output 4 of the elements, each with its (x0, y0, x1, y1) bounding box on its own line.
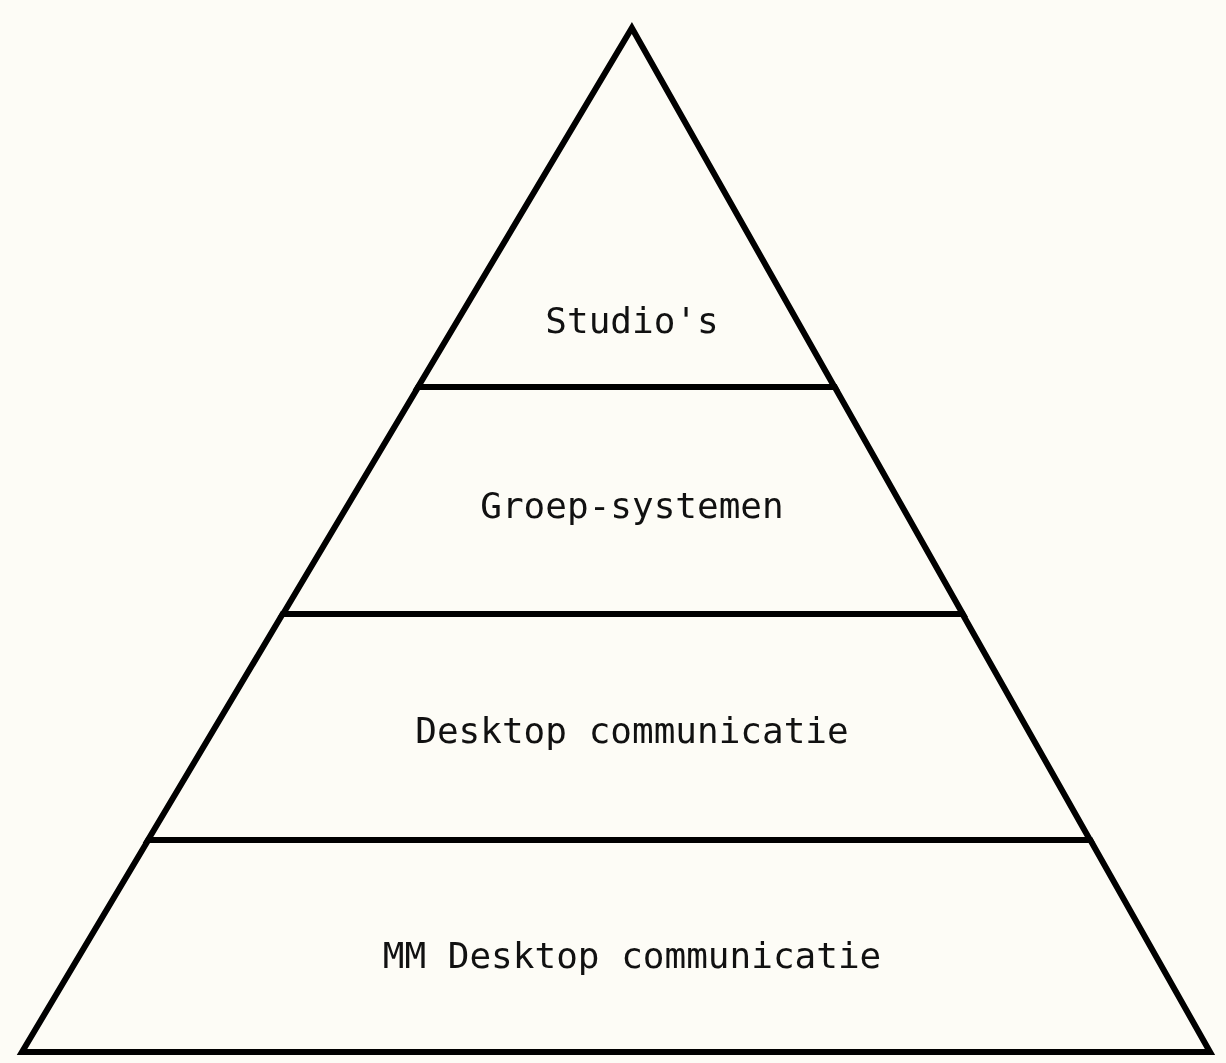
tier-label: MM Desktop communicatie (382, 934, 882, 976)
tier-label: Desktop communicatie (415, 709, 849, 751)
tier-label: Groep-systemen (480, 484, 784, 526)
tier-label: Studio's (545, 299, 719, 341)
